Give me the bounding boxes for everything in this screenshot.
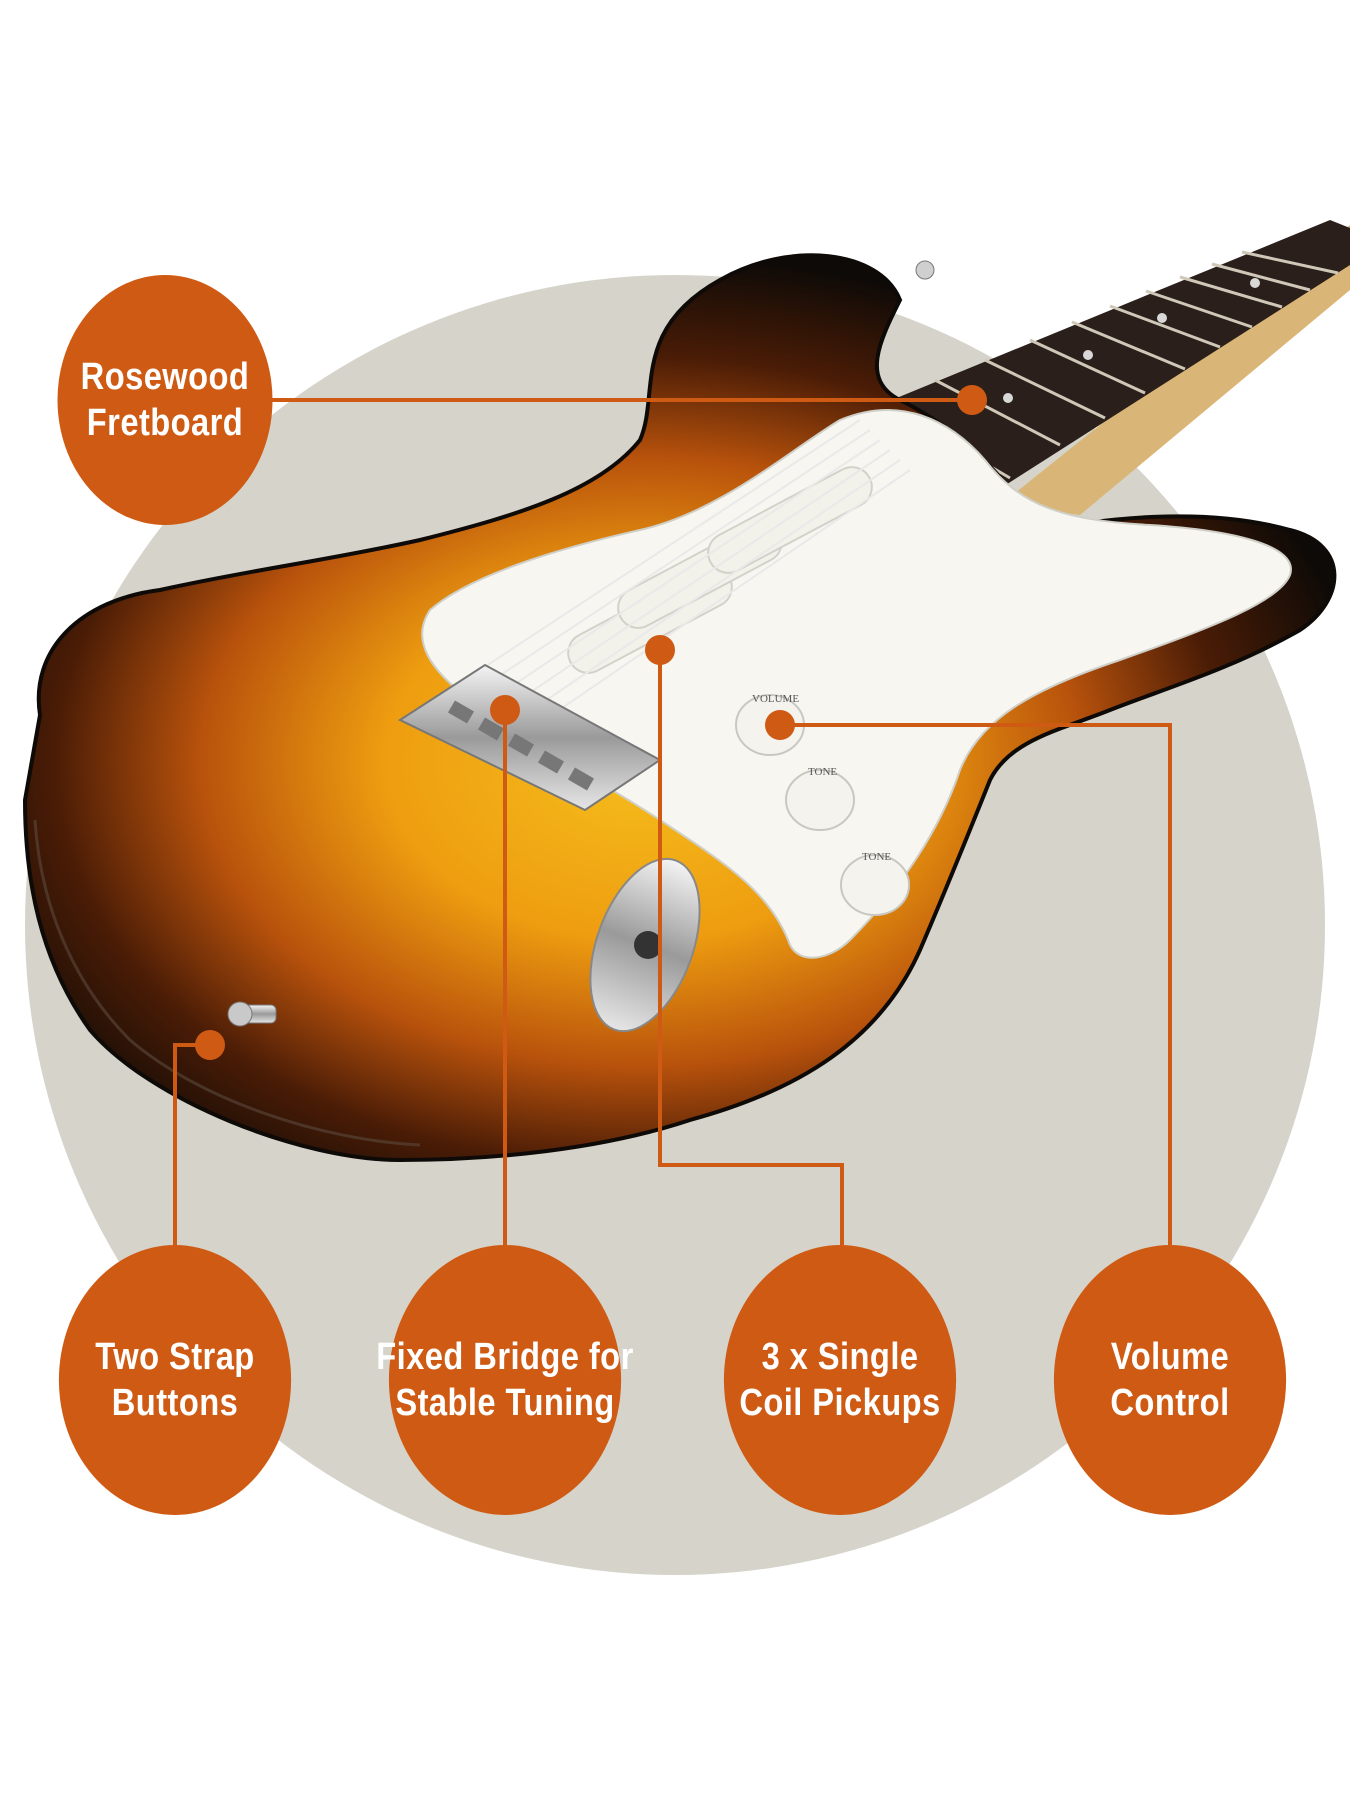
- callout-line: Stable Tuning: [395, 1382, 615, 1424]
- callout-fixed-bridge: Fixed Bridge for Stable Tuning: [376, 1245, 633, 1515]
- dot-strap: [195, 1030, 225, 1060]
- strings: [479, 419, 911, 731]
- callout-line: Volume: [1110, 1336, 1230, 1378]
- callout-line: Control: [1110, 1382, 1230, 1424]
- output-jack: [589, 857, 701, 1033]
- tone-knob-1: [785, 769, 855, 831]
- leader-dots: [195, 385, 987, 1060]
- tone-knob-2-label: TONE: [862, 851, 891, 863]
- callout-line: Fretboard: [86, 402, 244, 444]
- volume-knob-label: VOLUME: [752, 693, 799, 705]
- strap-button-lower: [227, 1001, 277, 1027]
- callout-rosewood-fretboard: Rosewood Fretboard: [57, 275, 273, 525]
- dot-pickups: [645, 635, 675, 665]
- dot-fretboard: [957, 385, 987, 415]
- callout-line: Fixed Bridge for: [376, 1336, 634, 1378]
- callout-line: Coil Pickups: [739, 1382, 941, 1424]
- single-coil-pickups: [567, 466, 873, 674]
- callout-line: 3 x Single: [761, 1336, 919, 1378]
- dot-bridge: [490, 695, 520, 725]
- guitar-neck: [843, 220, 1350, 515]
- tone-knob-2: [840, 854, 910, 916]
- fret-markers: [1003, 278, 1260, 403]
- callout-volume-control: Volume Control: [1053, 1245, 1287, 1515]
- callout-line: Buttons: [111, 1382, 239, 1424]
- leader-pickups: [658, 650, 844, 1245]
- tone-knob-1-label: TONE: [808, 766, 837, 778]
- callout-line: Two Strap: [95, 1336, 255, 1378]
- body-edge-highlight: [33, 819, 421, 1147]
- strap-button-upper: [915, 260, 935, 280]
- callout-line: Rosewood: [80, 356, 250, 398]
- callout-single-coil-pickups: 3 x Single Coil Pickups: [723, 1245, 957, 1515]
- callout-two-strap-buttons: Two Strap Buttons: [58, 1245, 292, 1515]
- leader-lines: [173, 398, 1172, 1245]
- dot-volume: [765, 710, 795, 740]
- leader-volume: [780, 723, 1172, 1245]
